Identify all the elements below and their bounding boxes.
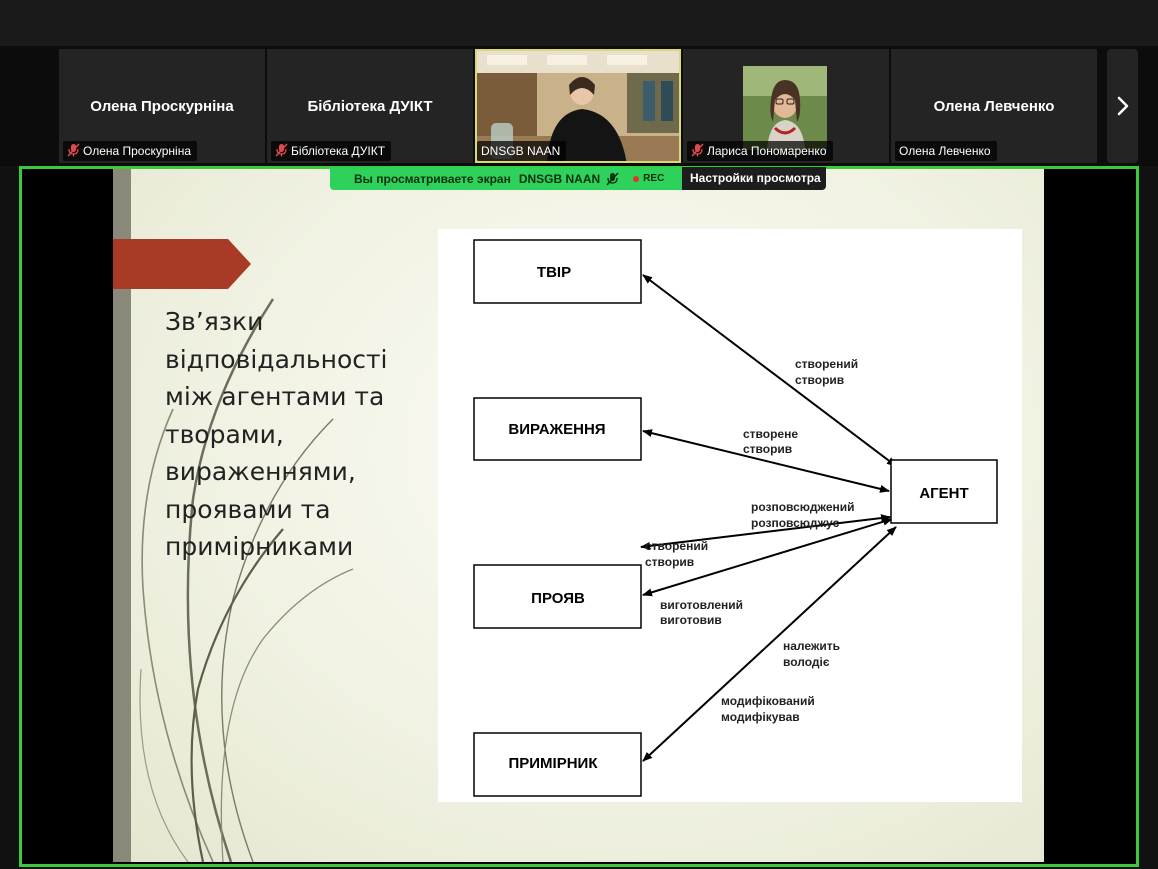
relation-label: володіє bbox=[783, 655, 830, 669]
view-settings-button[interactable]: Настройки просмотра bbox=[682, 167, 826, 190]
participant-label-text: Лариса Пономаренко bbox=[707, 144, 827, 158]
participant-label: Олена Левченко bbox=[895, 141, 997, 161]
relation-label: виготовив bbox=[660, 613, 722, 627]
participant-tile-5[interactable]: Олена Левченко Олена Левченко bbox=[891, 49, 1097, 163]
relation-label: модифікований bbox=[721, 694, 815, 708]
relationship-diagram: ТВІР ВИРАЖЕННЯ ПРОЯВ ПРИМІРНИК АГЕНТ ств… bbox=[438, 229, 1022, 802]
box-vyrazhennia bbox=[473, 397, 642, 461]
slide-arrow-shape bbox=[113, 239, 251, 289]
participant-name: Олена Проскурніна bbox=[90, 98, 234, 115]
slide-title: Зв’язки відповідальності між агентами та… bbox=[165, 307, 388, 561]
relation-label: розповсюджує bbox=[751, 516, 840, 530]
participant-label-text: Олена Левченко bbox=[899, 144, 991, 158]
box-agent-label: АГЕНТ bbox=[919, 485, 968, 502]
box-prymirnyk bbox=[473, 732, 642, 797]
arrow-prymirnyk-agent bbox=[642, 526, 897, 762]
relation-label: створений bbox=[645, 539, 708, 553]
recording-dot-icon bbox=[633, 175, 640, 182]
box-agent bbox=[890, 459, 998, 524]
presenter-name: DNSGB NAAN bbox=[518, 171, 601, 186]
participant-label-text: Олена Проскурніна bbox=[83, 144, 191, 158]
next-participants-button[interactable] bbox=[1107, 49, 1138, 163]
top-bar bbox=[0, 0, 1158, 46]
box-prymirnyk-label: ПРИМІРНИК bbox=[508, 755, 598, 772]
mic-muted-icon bbox=[67, 143, 80, 157]
participant-name: Бібліотека ДУІКТ bbox=[307, 98, 433, 115]
participant-tile-1[interactable]: Олена Проскурніна Олена Проскурніна bbox=[59, 49, 265, 163]
recording-label: REC bbox=[643, 173, 665, 184]
relation-label: створив bbox=[795, 373, 844, 387]
relation-label: належить bbox=[783, 639, 840, 653]
arrow-vyrazhennia-agent bbox=[642, 429, 890, 493]
viewing-screen-text: Вы просматриваете экран bbox=[354, 171, 511, 186]
relation-label: створене bbox=[743, 427, 798, 441]
relation-label: створений bbox=[795, 357, 858, 371]
participant-label: Бібліотека ДУІКТ bbox=[271, 141, 392, 161]
relation-label: створив bbox=[743, 442, 792, 456]
participant-label: Олена Проскурніна bbox=[63, 141, 197, 161]
participant-label-text: DNSGB NAAN bbox=[481, 144, 561, 158]
chevron-right-icon bbox=[1117, 96, 1128, 116]
box-proiav bbox=[473, 564, 642, 629]
relation-label: модифікував bbox=[721, 710, 800, 724]
relation-label: розповсюджений bbox=[751, 500, 855, 514]
box-tvir-label: ТВІР bbox=[537, 264, 571, 281]
relation-label: виготовлений bbox=[660, 598, 743, 612]
participant-tile-4[interactable]: Лариса Пономаренко bbox=[683, 49, 889, 163]
participant-label-text: Бібліотека ДУІКТ bbox=[291, 144, 386, 158]
participant-tile-3[interactable]: DNSGB NAAN bbox=[475, 49, 681, 163]
slide-grass-decoration bbox=[139, 298, 354, 862]
mic-muted-icon bbox=[275, 143, 288, 157]
mic-muted-icon bbox=[691, 143, 704, 157]
box-tvir bbox=[473, 239, 642, 304]
slide-side-stripe bbox=[113, 169, 131, 862]
screen-share-indicator: Вы просматриваете экран DNSGB NAAN REC bbox=[330, 167, 702, 190]
mic-muted-icon bbox=[606, 171, 619, 186]
participant-label: DNSGB NAAN bbox=[477, 141, 567, 161]
box-vyrazhennia-label: ВИРАЖЕННЯ bbox=[508, 421, 605, 438]
relation-label: створив bbox=[645, 555, 694, 569]
participant-name: Олена Левченко bbox=[933, 98, 1055, 115]
participant-tile-2[interactable]: Бібліотека ДУІКТ Бібліотека ДУІКТ bbox=[267, 49, 473, 163]
participant-label: Лариса Пономаренко bbox=[687, 141, 833, 161]
participant-avatar bbox=[743, 66, 827, 150]
box-proiav-label: ПРОЯВ bbox=[531, 590, 585, 607]
